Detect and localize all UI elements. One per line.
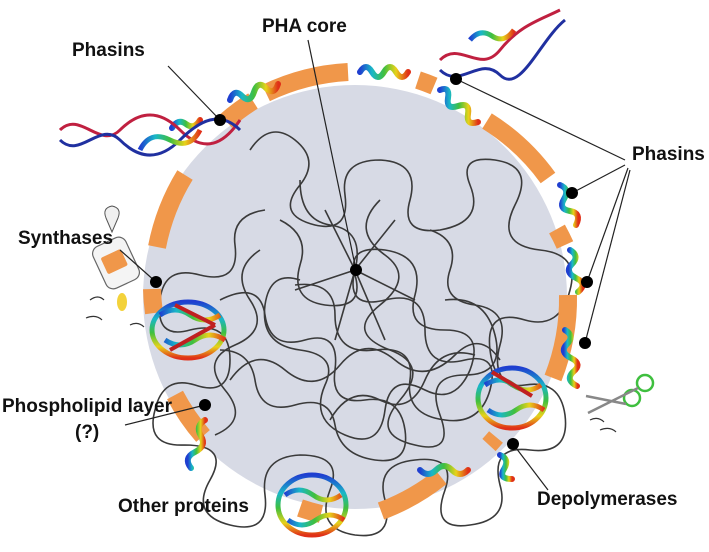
marker-dot bbox=[581, 276, 593, 288]
shell-segment bbox=[544, 294, 578, 382]
dna-helix-icon bbox=[438, 8, 566, 81]
leader-line-phasins-left bbox=[167, 65, 221, 121]
polymer-chains bbox=[152, 131, 573, 537]
marker-dot bbox=[350, 264, 362, 276]
protein-ribbon-icon bbox=[557, 182, 581, 228]
shell-segment bbox=[482, 431, 503, 452]
leader-line-depolymerases bbox=[512, 443, 549, 491]
protein-ribbon-icon bbox=[497, 452, 515, 482]
synthase-protein bbox=[149, 299, 227, 361]
shell-segment bbox=[148, 170, 193, 249]
protein-ribbon-icon bbox=[437, 86, 481, 126]
protein-ribbon-icon bbox=[560, 327, 581, 389]
shell-segment bbox=[377, 469, 447, 520]
marker-dot bbox=[150, 276, 162, 288]
leader-line-phasins-right-4 bbox=[584, 169, 631, 344]
leader-line-phospholipid bbox=[124, 404, 206, 426]
marker-dot bbox=[566, 187, 578, 199]
leader-line-phasins-right-3 bbox=[586, 167, 629, 283]
leader-lines bbox=[119, 39, 631, 491]
label-pha-core: PHA core bbox=[262, 16, 347, 37]
protein-ribbon-icon bbox=[227, 81, 281, 103]
leader-line-phasins-right-2 bbox=[571, 164, 626, 194]
other-protein bbox=[275, 472, 349, 538]
label-phasins-right: Phasins bbox=[632, 144, 705, 165]
label-synthases: Synthases bbox=[18, 228, 113, 249]
leader-line-pha-core bbox=[307, 39, 357, 271]
dna-helix-icon bbox=[58, 113, 242, 157]
label-phasins-left: Phasins bbox=[72, 40, 145, 61]
protein-ribbon-icon bbox=[184, 417, 208, 471]
shell-segment bbox=[297, 499, 324, 523]
marker-dots bbox=[150, 73, 593, 450]
label-phospholipid-line1: Phospholipid layer bbox=[2, 396, 173, 417]
protein-ribbon-icon bbox=[417, 463, 471, 477]
leader-line-synthases bbox=[119, 249, 157, 283]
marker-dot bbox=[450, 73, 462, 85]
depolymerase-protein bbox=[475, 365, 549, 431]
protein-ribbon-icon bbox=[357, 64, 411, 80]
shell-segment bbox=[549, 224, 574, 249]
shell-segment bbox=[143, 288, 163, 315]
label-other-proteins: Other proteins bbox=[118, 496, 249, 517]
glue-bottle-icon bbox=[85, 205, 145, 328]
marker-dot bbox=[199, 399, 211, 411]
protein-ribbon-icon bbox=[169, 117, 203, 131]
marker-dot bbox=[579, 337, 591, 349]
shell-segment bbox=[482, 113, 556, 184]
label-depolymerases: Depolymerases bbox=[537, 489, 677, 510]
label-phospholipid-line2: (?) bbox=[75, 422, 99, 443]
marker-dot bbox=[507, 438, 519, 450]
shell-segment bbox=[415, 71, 438, 95]
leader-line-phasins-right-1 bbox=[455, 78, 626, 161]
scissors-icon bbox=[585, 373, 655, 433]
marker-dot bbox=[214, 114, 226, 126]
